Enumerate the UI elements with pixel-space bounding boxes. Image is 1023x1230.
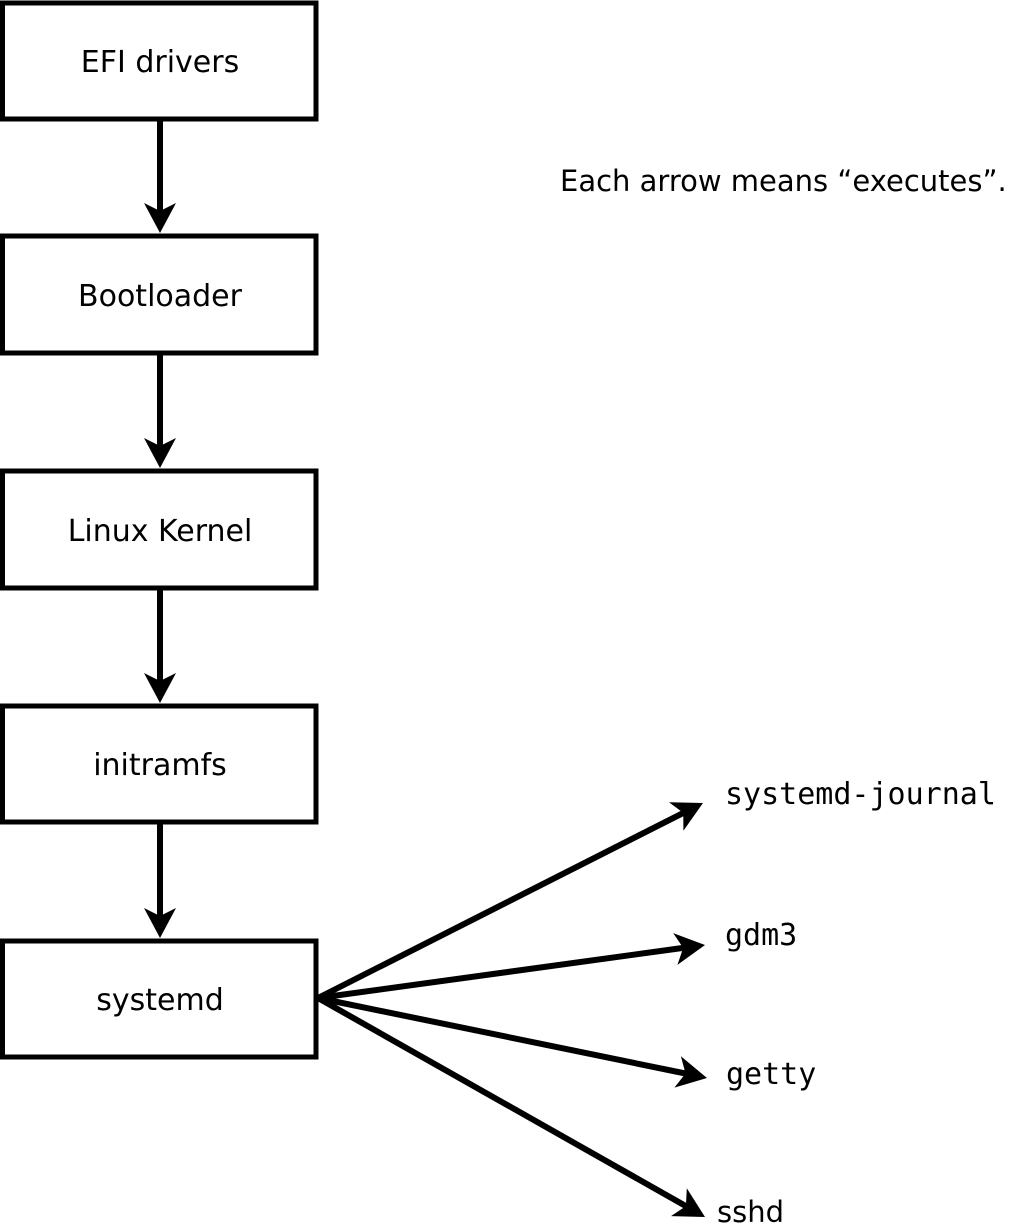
arrow-initramfs-to-systemd: [144, 822, 176, 938]
arrowhead-icon: [144, 203, 176, 233]
box-efi-drivers: EFI drivers: [0, 0, 319, 122]
box-initramfs-rect: [0, 703, 319, 825]
box-label-linux-kernel: Linux Kernel: [68, 514, 253, 549]
arrowhead-icon: [673, 933, 705, 965]
arrow-shaft: [316, 995, 688, 1209]
service-label-gdm3: gdm3: [725, 918, 797, 953]
box-label-efi-drivers: EFI drivers: [81, 45, 239, 80]
arrow-systemd-to-gdm3: [317, 933, 705, 1001]
box-systemd: systemd: [0, 938, 319, 1060]
arrow-systemd-to-sshd: [316, 995, 705, 1217]
arrow-shaft: [317, 995, 687, 1077]
arrow-legend-note: Each arrow means “executes”.: [560, 164, 1007, 198]
arrowhead-icon: [671, 1188, 705, 1217]
service-label-sshd: sshd: [717, 1195, 784, 1229]
box-bootloader: Bootloader: [0, 233, 319, 356]
arrowhead-icon: [674, 1056, 707, 1088]
arrow-shaft: [316, 810, 685, 1001]
box-efi-drivers-rect: [0, 0, 319, 122]
box-systemd-rect: [0, 938, 319, 1060]
arrowhead-icon: [144, 438, 176, 468]
box-initramfs: initramfs: [0, 703, 319, 825]
arrow-kernel-to-initramfs: [144, 588, 176, 703]
arrowhead-icon: [669, 802, 703, 831]
box-linux-kernel: Linux Kernel: [0, 468, 319, 591]
arrow-efi-to-bootloader: [144, 119, 176, 233]
arrow-bootloader-to-kernel: [144, 353, 176, 468]
arrowhead-icon: [144, 673, 176, 703]
box-label-systemd: systemd: [96, 983, 224, 1018]
arrow-systemd-to-getty: [317, 995, 707, 1088]
arrowhead-icon: [144, 908, 176, 938]
box-bootloader-rect: [0, 233, 319, 356]
service-label-systemd-journal: systemd-journal: [725, 777, 996, 812]
arrow-systemd-to-journal: [316, 802, 703, 1001]
box-label-bootloader: Bootloader: [78, 279, 243, 314]
arrow-shaft: [317, 944, 684, 1001]
service-label-getty: getty: [726, 1057, 816, 1092]
box-label-initramfs: initramfs: [93, 748, 227, 783]
